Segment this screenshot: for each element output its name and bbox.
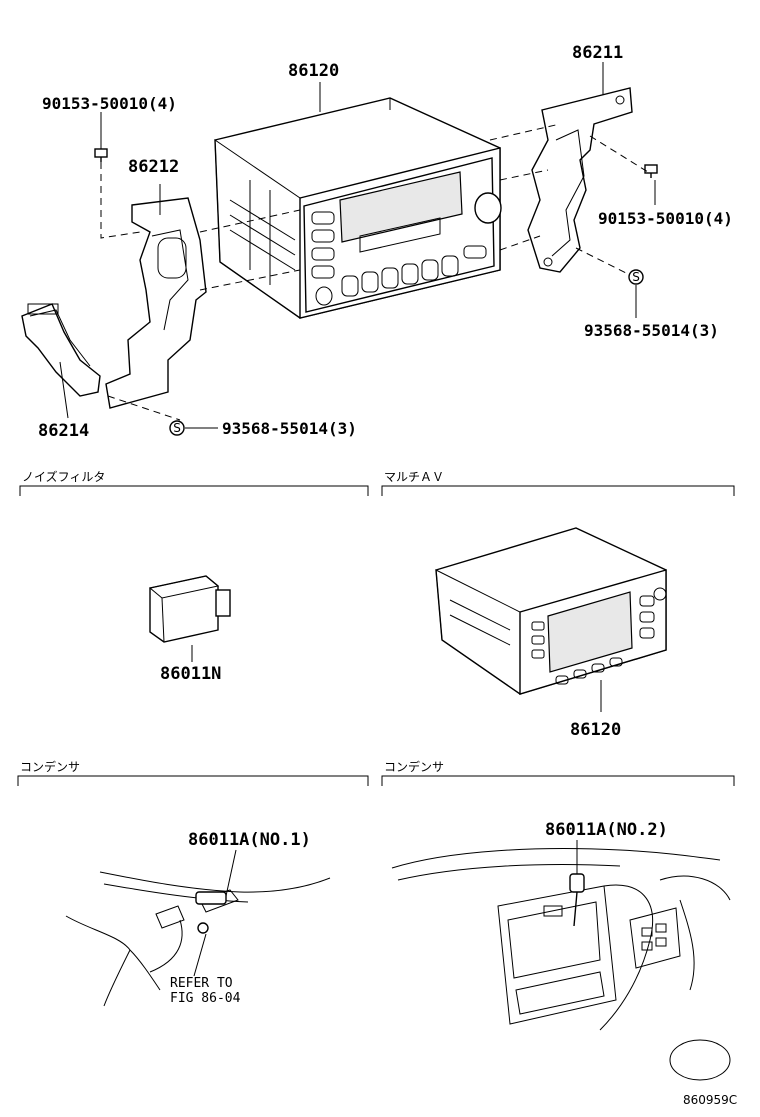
part-label-screw-right: 90153-50010(4) bbox=[598, 209, 733, 228]
s-mark-icon: S bbox=[169, 420, 185, 436]
leader-lines bbox=[59, 62, 656, 429]
condenser-no2-scene: 86011A(NO.2) bbox=[391, 820, 731, 1081]
part-label-s-screw-right: 93568-55014(3) bbox=[584, 321, 719, 340]
condenser-no1-icon bbox=[195, 891, 227, 934]
s-mark-icon: S bbox=[628, 269, 644, 285]
noise-filter-86011N: 86011N bbox=[148, 575, 231, 684]
part-label-86011N: 86011N bbox=[160, 664, 221, 684]
bracket-86212 bbox=[105, 197, 207, 409]
part-label-screw-left: 90153-50010(4) bbox=[42, 94, 177, 113]
head-unit-86120 bbox=[214, 97, 502, 319]
part-label-86011A-no2: 86011A(NO.2) bbox=[545, 820, 668, 840]
section-title-condenser-right: コンデンサ bbox=[384, 759, 444, 774]
part-label-s-screw-left: 93568-55014(3) bbox=[222, 419, 357, 438]
part-label-multi-av-86120: 86120 bbox=[570, 720, 621, 740]
part-label-86214: 86214 bbox=[38, 421, 89, 441]
bracket-86211 bbox=[527, 87, 633, 273]
screw-right-icon bbox=[644, 164, 658, 178]
part-label-86211: 86211 bbox=[572, 43, 623, 63]
section-condenser-right: コンデンサ bbox=[381, 759, 735, 786]
section-title-noise-filter: ノイズフィルタ bbox=[22, 469, 105, 484]
refer-to-line1: REFER TO bbox=[170, 976, 233, 991]
figure-code: 860959C bbox=[683, 1093, 737, 1107]
section-title-multi-av: マルチＡＶ bbox=[384, 470, 444, 484]
section-multi-av: マルチＡＶ bbox=[381, 470, 735, 496]
multi-av-86120: 86120 bbox=[435, 527, 667, 740]
section-condenser-left: コンデンサ bbox=[17, 759, 369, 786]
section-noise-filter: ノイズフィルタ bbox=[19, 469, 369, 496]
head-unit-assembly: S S 86120 86211 86212 86214 90153-50010(… bbox=[21, 43, 733, 441]
part-label-86120: 86120 bbox=[288, 61, 339, 81]
section-title-condenser-left: コンデンサ bbox=[20, 759, 80, 774]
part-label-86011A-no1: 86011A(NO.1) bbox=[188, 830, 311, 850]
bracket-86214 bbox=[21, 303, 101, 397]
svg-text:S: S bbox=[173, 421, 181, 435]
svg-text:S: S bbox=[632, 270, 640, 284]
screw-left-icon bbox=[94, 148, 108, 162]
assembly-lines bbox=[100, 123, 649, 421]
part-label-86212: 86212 bbox=[128, 157, 179, 177]
refer-to-line2: FIG 86-04 bbox=[170, 991, 241, 1006]
condenser-no2-icon bbox=[569, 873, 585, 927]
condenser-no1-scene: 86011A(NO.1) REFER TO FIG 86-04 bbox=[65, 830, 331, 1007]
